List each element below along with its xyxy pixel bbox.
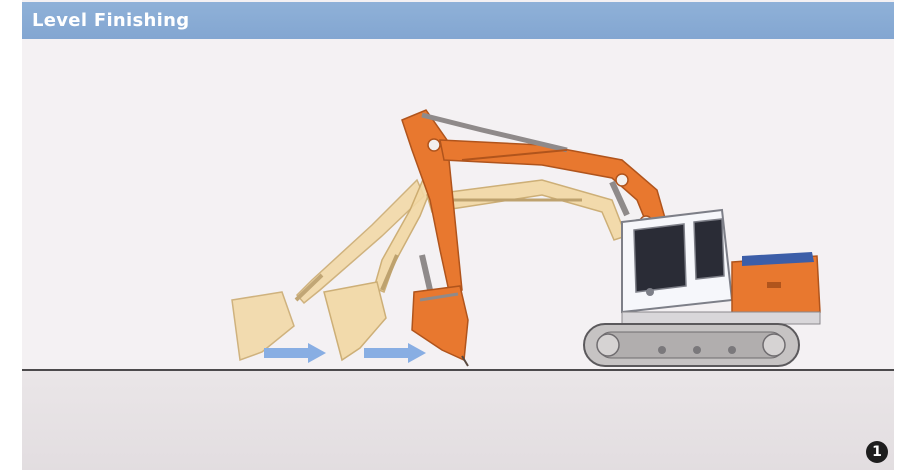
illustration-panel: Level Finishing <box>22 0 894 470</box>
step-number-badge: 1 <box>866 441 888 463</box>
ghost-arm-position-1 <box>232 180 424 360</box>
motion-arrow-2 <box>364 343 426 363</box>
excavator-illustration <box>22 0 894 470</box>
motion-arrow-1 <box>264 343 326 363</box>
crawler-track <box>584 324 799 366</box>
excavator-body <box>622 210 820 324</box>
